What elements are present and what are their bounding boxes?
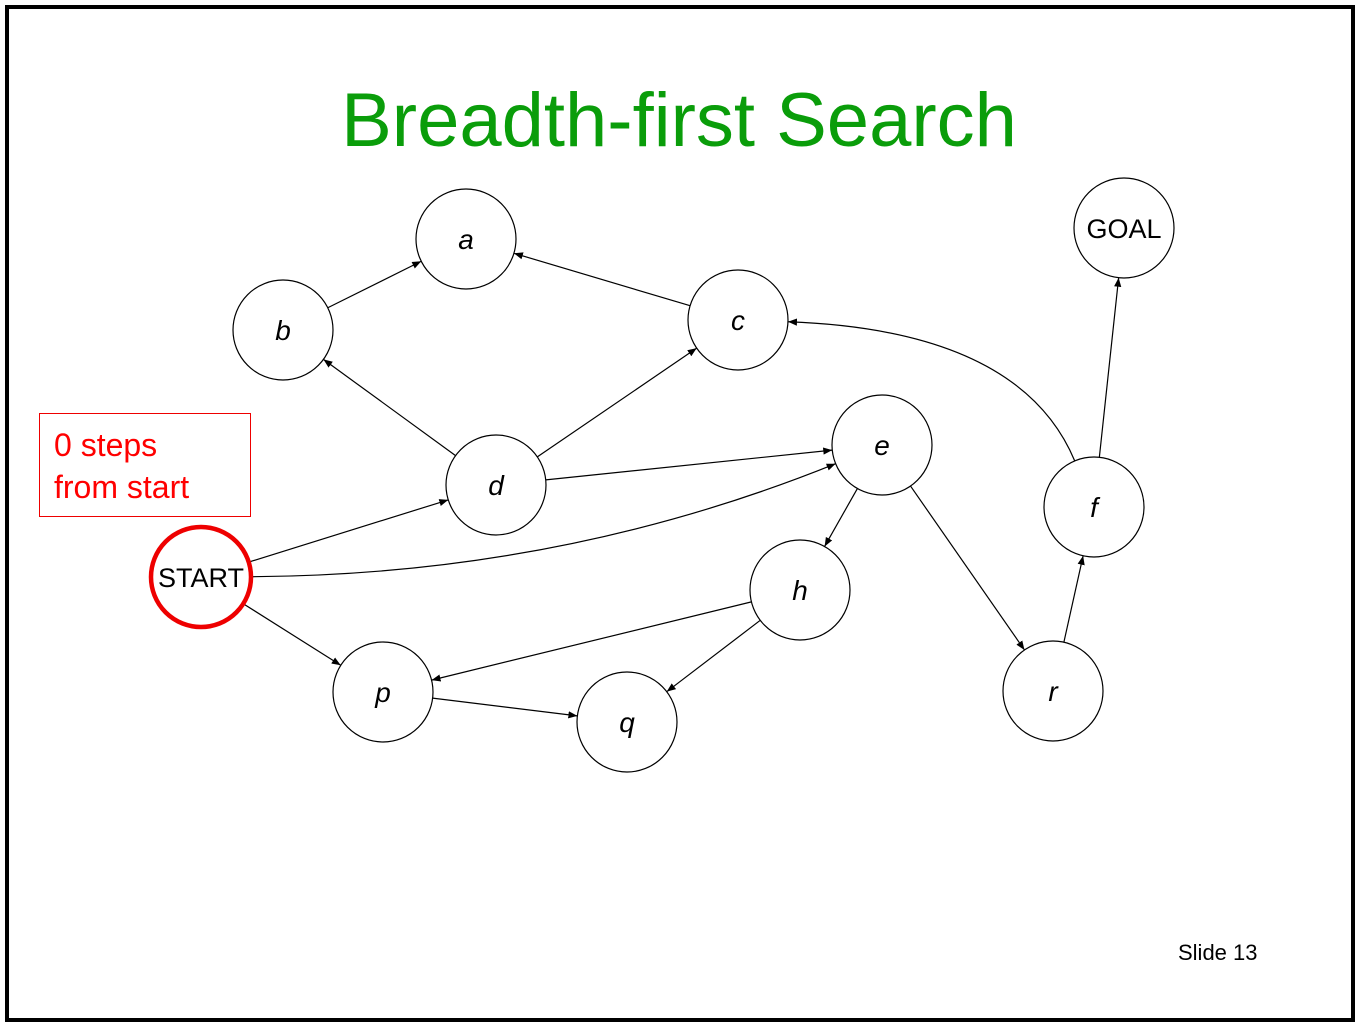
node-label: f (1090, 492, 1101, 523)
node-circle (687, 269, 789, 371)
edge-f-goal (1098, 277, 1122, 458)
node-circle (445, 434, 547, 536)
node-circle (1002, 640, 1104, 742)
node-label: b (275, 315, 291, 346)
node-circle (332, 641, 434, 743)
node-circle (576, 671, 678, 773)
node-label: h (792, 575, 808, 606)
slide-frame (5, 5, 1355, 1022)
edge-r-f (1063, 555, 1085, 643)
edge-e-r (910, 485, 1025, 651)
node-label: START (158, 563, 244, 593)
slide-number: Slide 13 (1178, 940, 1258, 965)
node-label: d (488, 470, 505, 501)
note-line-2: from start (54, 469, 190, 505)
edge-d-b (323, 358, 456, 457)
node-circle (831, 394, 933, 496)
steps-annotation: 0 steps from start (39, 413, 251, 517)
edge-e-h (824, 488, 858, 547)
node-d: d (445, 434, 547, 536)
node-label: q (619, 707, 635, 738)
edge-h-q (666, 619, 761, 693)
node-b: b (232, 279, 334, 381)
node-e: e (831, 394, 933, 496)
edge-b-a (327, 260, 422, 309)
node-circle (148, 524, 254, 630)
node-circle (1043, 456, 1145, 558)
edge-start-e (250, 463, 836, 578)
edge-f-c (787, 318, 1076, 462)
node-label: GOAL (1086, 214, 1161, 244)
slide-title: Breadth-first Search (341, 78, 1017, 163)
node-q: q (576, 671, 678, 773)
node-circle (415, 188, 517, 290)
node-c: c (687, 269, 789, 371)
node-label: p (374, 677, 391, 708)
node-label: c (731, 305, 745, 336)
node-a: a (415, 188, 517, 290)
edge-p-q (432, 697, 578, 719)
node-circle (1073, 177, 1175, 279)
edge-start-d (248, 499, 449, 563)
edge-c-a (513, 252, 691, 307)
node-label: e (874, 430, 890, 461)
node-label: a (458, 224, 474, 255)
node-p: p (332, 641, 434, 743)
node-label: r (1048, 676, 1059, 707)
edge-start-p (242, 603, 342, 666)
edge-d-e (545, 447, 833, 481)
note-line-1: 0 steps (54, 427, 158, 463)
node-circle (749, 539, 851, 641)
node-goal: GOAL (1073, 177, 1175, 279)
node-f: f (1043, 456, 1145, 558)
node-circle (232, 279, 334, 381)
node-h: h (749, 539, 851, 641)
edge-h-p (431, 601, 752, 682)
node-r: r (1002, 640, 1104, 742)
edge-d-c (536, 347, 698, 458)
node-start: START (148, 524, 254, 630)
